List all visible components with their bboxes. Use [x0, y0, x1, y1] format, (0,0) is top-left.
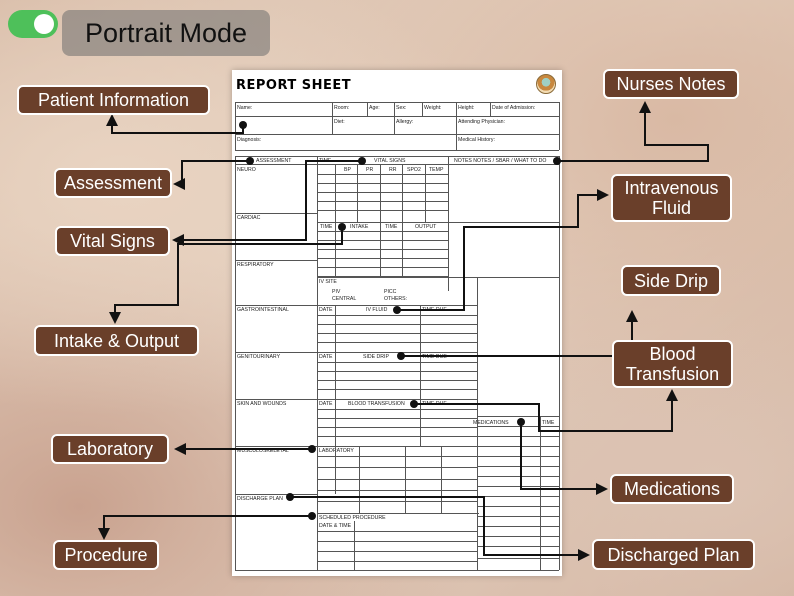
callout-medications: Medications — [610, 474, 734, 504]
genito-label: GENITOURINARY — [237, 354, 281, 360]
callout-intravenous-fluid: Intravenous Fluid — [611, 174, 732, 222]
callout-assessment: Assessment — [54, 168, 172, 198]
others-option: OTHERS: — [384, 296, 408, 302]
musculo-label: MUSCULOSKELETAL — [237, 448, 289, 454]
age-field: Age: — [369, 105, 380, 111]
temp-col: TEMP — [429, 167, 444, 173]
pr-col: PR — [366, 167, 374, 173]
skin-label: SKIN AND WOUNDS — [237, 401, 287, 407]
callout-procedure: Procedure — [53, 540, 159, 570]
history-field: Medical History: — [458, 137, 495, 143]
portrait-mode-toggle[interactable] — [8, 10, 58, 38]
callout-laboratory: Laboratory — [51, 434, 169, 464]
bp-col: BP — [344, 167, 351, 173]
assessment-header: ASSESSMENT — [256, 158, 292, 164]
report-sheet: REPORT SHEET Name: Room: Age: Sex: Weigh… — [232, 70, 562, 576]
physician-field: Attending Physician: — [458, 119, 506, 125]
diagnosis-field: Diagnosis: — [237, 137, 262, 143]
rr-col: RR — [389, 167, 397, 173]
neuro-label: NEURO — [237, 167, 256, 173]
intake-col: INTAKE — [350, 224, 369, 230]
iv-site-label: IV SITE — [319, 279, 337, 285]
diet-field: Diet: — [334, 119, 345, 125]
iv-fluid-col: IV FLUID — [366, 307, 388, 313]
name-field: Name: — [237, 105, 253, 111]
piv-option: PIV — [332, 289, 341, 295]
cardiac-label: CARDIAC — [237, 215, 261, 221]
callout-blood-transfusion: Blood Transfusion — [612, 340, 733, 388]
drip-date-col: DATE — [319, 354, 333, 360]
laboratory-col: LABORATORY — [319, 448, 354, 454]
callout-vital-signs: Vital Signs — [55, 226, 170, 256]
vital-signs-header: VITAL SIGNS — [374, 158, 406, 164]
blood-col: BLOOD TRANSFUSION — [348, 401, 405, 407]
sheet-title: REPORT SHEET — [236, 78, 352, 93]
callout-discharged-plan: Discharged Plan — [592, 539, 755, 570]
discharge-label: DISCHARGE PLAN — [237, 496, 283, 502]
io-time-col: TIME — [320, 224, 333, 230]
picc-option: PICC — [384, 289, 397, 295]
toggle-switch[interactable] — [8, 10, 58, 38]
respiratory-label: RESPIRATORY — [237, 262, 274, 268]
side-drip-col: SIDE DRIP — [363, 354, 389, 360]
portrait-mode-label: Portrait Mode — [62, 10, 270, 56]
iv-date-col: DATE — [319, 307, 333, 313]
med-time-col: TIME — [542, 420, 555, 426]
toggle-knob — [34, 14, 54, 34]
room-field: Room: — [334, 105, 350, 111]
height-field: Height: — [458, 105, 475, 111]
callout-intake-output: Intake & Output — [34, 325, 199, 356]
gastro-label: GASTROINTESTINAL — [237, 307, 289, 313]
central-option: CENTRAL — [332, 296, 357, 302]
output-col: OUTPUT — [415, 224, 437, 230]
medications-col: MEDICATIONS — [473, 420, 509, 426]
logo-icon — [536, 74, 556, 94]
spo2-col: SPO2 — [407, 167, 421, 173]
sex-field: Sex: — [396, 105, 407, 111]
weight-field: Weight: — [424, 105, 442, 111]
date-time-col: DATE & TIME — [319, 523, 352, 529]
scheduled-col: SCHEDULED PROCEDURE — [319, 515, 386, 521]
callout-patient-information: Patient Information — [17, 85, 210, 115]
io-time2-col: TIME — [385, 224, 398, 230]
blood-date-col: DATE — [319, 401, 333, 407]
callout-side-drip: Side Drip — [621, 265, 721, 296]
admission-field: Date of Admission: — [492, 105, 536, 111]
notes-header: NOTES NOTES / SBAR / WHAT TO DO — [454, 158, 547, 164]
allergy-field: Allergy: — [396, 119, 414, 125]
callout-nurses-notes: Nurses Notes — [603, 69, 739, 99]
